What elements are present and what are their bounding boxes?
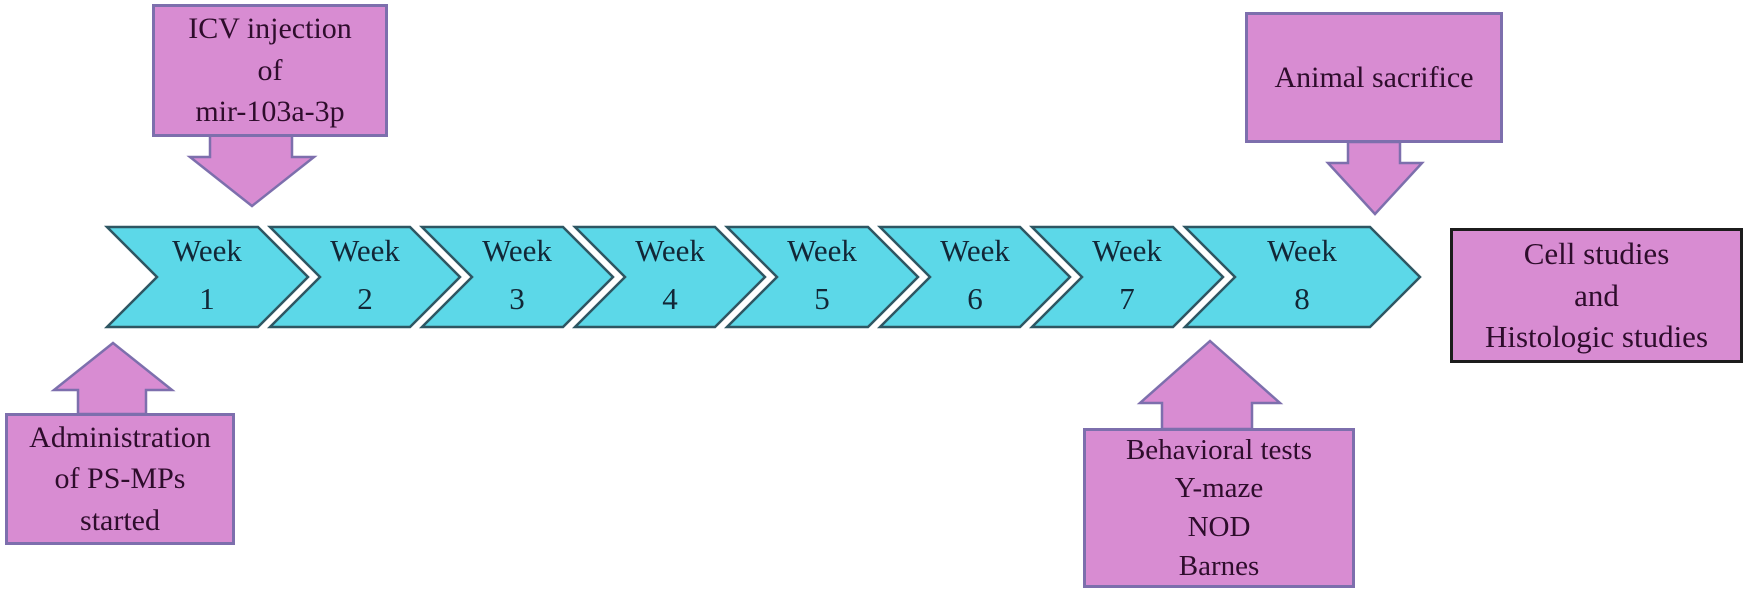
box-line: Y-maze bbox=[1174, 472, 1264, 505]
week-3-number: 3 bbox=[509, 281, 525, 316]
week-4-label: Week bbox=[635, 233, 705, 268]
chevron-shape bbox=[266, 225, 462, 329]
week-7-number: 7 bbox=[1119, 281, 1135, 316]
week-1-chevron: Week 1 bbox=[103, 225, 310, 329]
behavioral-tests-box: Behavioral tests Y-maze NOD Barnes bbox=[1083, 428, 1355, 588]
box-line: Animal sacrifice bbox=[1274, 60, 1474, 94]
week-2-chevron: Week 2 bbox=[266, 225, 462, 329]
week-8-chevron: Week 8 bbox=[1181, 225, 1422, 329]
chevron-shape bbox=[103, 225, 310, 329]
week-2-number: 2 bbox=[357, 281, 373, 316]
animal-sacrifice-box: Animal sacrifice bbox=[1245, 12, 1503, 143]
week-6-chevron: Week 6 bbox=[876, 225, 1072, 329]
box-line: of bbox=[257, 53, 283, 87]
box-line: and bbox=[1574, 277, 1619, 313]
week-5-label: Week bbox=[787, 233, 857, 268]
week-1-number: 1 bbox=[199, 281, 215, 316]
week-6-number: 6 bbox=[967, 281, 983, 316]
box-line: Cell studies bbox=[1523, 235, 1670, 271]
chevron-shape bbox=[876, 225, 1072, 329]
box-line: Behavioral tests bbox=[1125, 433, 1313, 466]
week-2-label: Week bbox=[330, 233, 400, 268]
week-4-number: 4 bbox=[662, 281, 678, 316]
chevron-shape bbox=[1181, 225, 1422, 329]
week-3-chevron: Week 3 bbox=[418, 225, 615, 329]
box-line: Administration bbox=[29, 420, 211, 454]
box-line: of PS-MPs bbox=[54, 462, 186, 496]
week-1-label: Week bbox=[172, 233, 242, 268]
week-8-label: Week bbox=[1267, 233, 1337, 268]
icv-injection-box: ICV injection of mir-103a-3p bbox=[152, 4, 388, 137]
box-line: Histologic studies bbox=[1484, 319, 1709, 355]
chevron-shape bbox=[1028, 225, 1225, 329]
box-line: ICV injection bbox=[188, 12, 352, 46]
week-7-label: Week bbox=[1092, 233, 1162, 268]
week-5-chevron: Week 5 bbox=[723, 225, 920, 329]
week-3-label: Week bbox=[482, 233, 552, 268]
sacrifice-down-arrow-icon bbox=[1325, 140, 1425, 216]
box-line: started bbox=[80, 503, 160, 537]
week-4-chevron: Week 4 bbox=[571, 225, 767, 329]
week-8-number: 8 bbox=[1294, 281, 1310, 316]
week-7-chevron: Week 7 bbox=[1028, 225, 1225, 329]
week-6-label: Week bbox=[940, 233, 1010, 268]
icv-down-arrow-icon bbox=[186, 133, 318, 208]
administration-box: Administration of PS-MPs started bbox=[5, 413, 235, 545]
box-line: mir-103a-3p bbox=[195, 95, 345, 129]
chevron-shape bbox=[571, 225, 767, 329]
chevron-shape bbox=[418, 225, 615, 329]
box-line: NOD bbox=[1187, 511, 1251, 543]
outcome-box: Cell studies and Histologic studies bbox=[1450, 228, 1743, 363]
chevron-shape bbox=[723, 225, 920, 329]
box-line: Barnes bbox=[1178, 549, 1260, 582]
administration-up-arrow-icon bbox=[50, 341, 176, 416]
behavioral-up-arrow-icon bbox=[1136, 339, 1284, 431]
week-5-number: 5 bbox=[814, 281, 830, 316]
